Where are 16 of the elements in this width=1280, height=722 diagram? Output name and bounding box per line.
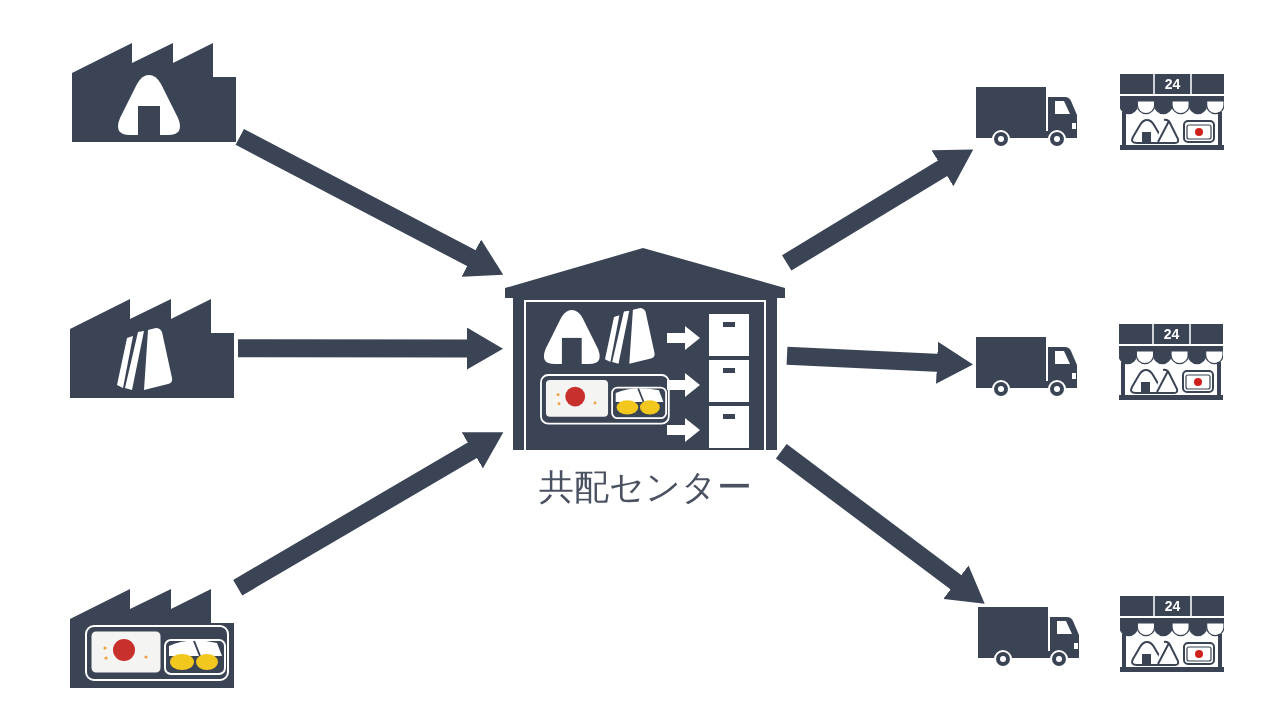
arrow (235, 128, 504, 277)
factory-icon (70, 42, 238, 142)
sign-text: 24 (1163, 597, 1182, 615)
arrow (782, 149, 974, 271)
sign-text: 24 (1163, 75, 1182, 93)
arrow (786, 341, 973, 384)
sign-text: 24 (1162, 325, 1181, 343)
arrow (233, 432, 504, 596)
arrow (775, 444, 985, 604)
arrow (237, 327, 503, 370)
factory-icon (68, 588, 236, 688)
truck-icon (975, 85, 1079, 149)
node-label: 共配センター (537, 466, 753, 508)
factory-icon (68, 298, 236, 398)
truck-icon (975, 335, 1079, 399)
truck-icon (977, 605, 1081, 669)
